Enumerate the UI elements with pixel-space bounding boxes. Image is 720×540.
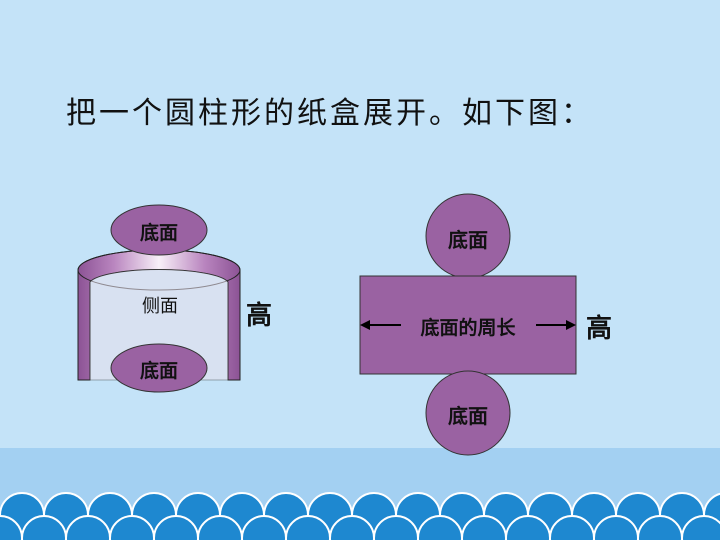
- cylinder-top-label: 底面: [139, 222, 178, 244]
- cylinder-height-label: 高: [246, 301, 273, 331]
- net-bottom-circle-label: 底面: [448, 404, 488, 428]
- right-arrowhead: [566, 320, 576, 330]
- cylinder-figure: [77, 204, 241, 393]
- net-height-label: 高: [586, 314, 613, 344]
- left-arrowhead: [360, 320, 370, 330]
- slide-title: 把一个圆柱形的纸盒展开。如下图：: [66, 96, 594, 131]
- wave-arch: [681, 515, 720, 540]
- cylinder-top-base: [110, 204, 208, 256]
- net-figure: [359, 193, 577, 456]
- net-bottom-circle: [425, 370, 511, 456]
- cylinder-bottom-label: 底面: [139, 360, 178, 382]
- net-top-circle-label: 底面: [448, 228, 488, 252]
- net-rectangle-label: 底面的周长: [420, 317, 516, 339]
- cylinder-side-label: 侧面: [142, 296, 178, 317]
- wave-decoration: [0, 492, 720, 540]
- cylinder-bottom-base: [110, 343, 208, 393]
